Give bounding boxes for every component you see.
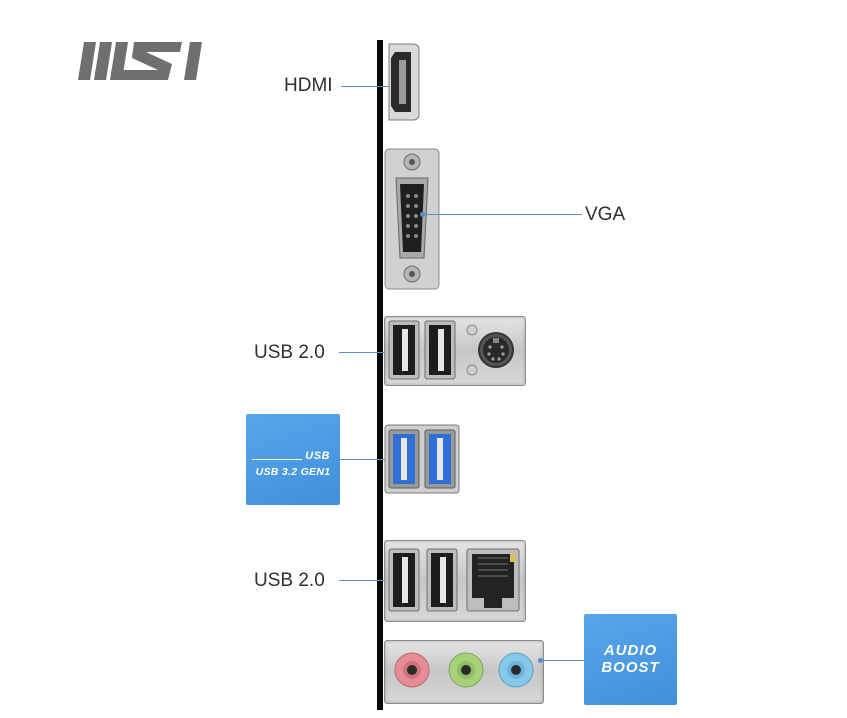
- vga-port-icon: [384, 148, 440, 290]
- usb3-port-icon: [384, 424, 460, 494]
- msi-logo-icon: [78, 42, 202, 80]
- audio-jack-icon: [448, 652, 484, 688]
- usb2-top-leader: [339, 352, 401, 353]
- usb-port-icon: [426, 548, 458, 612]
- usb2-top-label: USB 2.0: [254, 342, 325, 363]
- audio-leader: [540, 660, 584, 661]
- vga-leader-dot: [420, 212, 425, 217]
- usb2-bottom-leader: [339, 580, 401, 581]
- vga-label: VGA: [585, 204, 626, 225]
- usb3-leader: [340, 459, 402, 460]
- audio-badge-line1: AUDIO: [603, 642, 658, 659]
- usb-badge-text: USB 3.2 GEN1: [255, 466, 331, 478]
- vga-leader: [422, 214, 582, 215]
- hdmi-port-icon: [388, 43, 420, 121]
- audio-jack-icon: [394, 652, 430, 688]
- io-shield-bar: [377, 40, 383, 710]
- hdmi-leader: [341, 86, 405, 87]
- audio-jack-icon: [498, 652, 534, 688]
- usb3-gen1-badge: USB USB 3.2 GEN1: [246, 414, 340, 505]
- audio-boost-badge: AUDIO BOOST: [584, 614, 677, 705]
- usb-badge-mark: USB: [305, 450, 330, 462]
- hdmi-label: HDMI: [284, 75, 333, 96]
- ethernet-port-icon: [466, 548, 520, 612]
- usb2-bottom-label: USB 2.0: [254, 570, 325, 591]
- audio-badge-line2: BOOST: [601, 659, 660, 676]
- ps2-port-icon: [466, 324, 514, 376]
- usb-port-icon: [424, 320, 456, 380]
- usb-badge-line: [252, 459, 302, 460]
- usb-port-icon: [388, 320, 420, 380]
- usb-port-icon: [388, 548, 420, 612]
